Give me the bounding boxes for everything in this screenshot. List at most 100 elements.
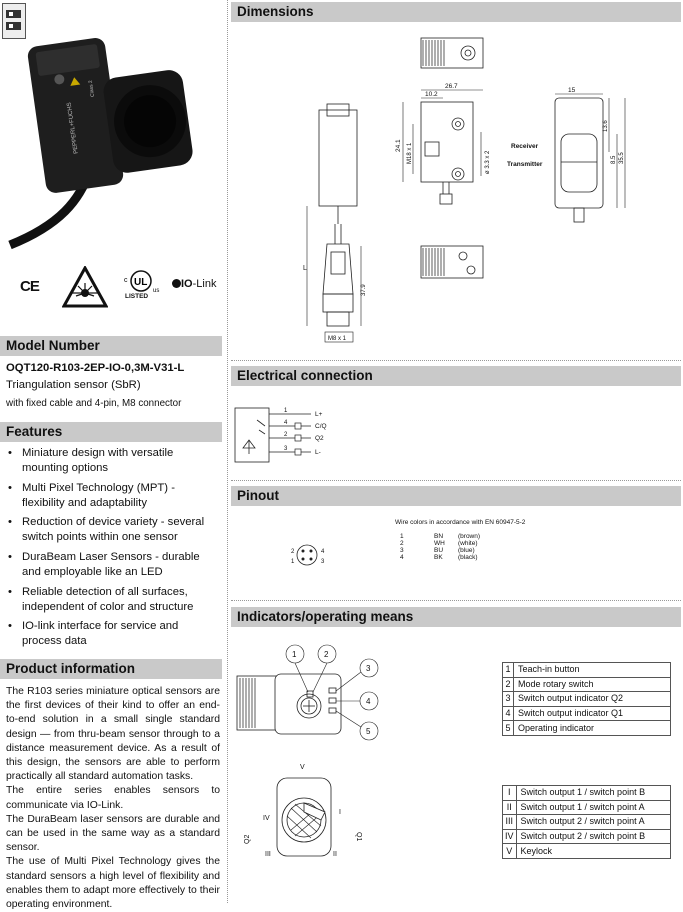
- dim-37-9: 37.9: [361, 284, 367, 296]
- front-view: [554, 97, 604, 223]
- indicator-diagram: 1 2 3 4 5: [236, 644, 379, 741]
- feature-item: Reduction of device variety - several sw…: [8, 515, 220, 545]
- dimensions-drawing: 26.7 10.2 24.1 M18 x 1 ø 3.3 x 2 15 Rece…: [303, 37, 626, 343]
- dial-label-i: I: [339, 809, 341, 816]
- dim-15: 15: [568, 87, 576, 94]
- iolink-io: IO: [181, 278, 193, 290]
- dim-L: L: [303, 265, 307, 272]
- dial-label-iv: IV: [263, 815, 270, 822]
- callout-number: 2: [324, 650, 329, 659]
- dial-label-q1: Q1: [355, 832, 362, 841]
- pin-label: 2: [291, 549, 295, 555]
- feature-item: IO-link interface for service and proces…: [8, 619, 220, 649]
- pin-number: 1: [284, 408, 288, 414]
- product-photo: PEPPERL+FUCHS Class 2: [8, 38, 193, 250]
- dim-10-2: 10.2: [425, 91, 438, 98]
- model-connector: with fixed cable and 4-pin, M8 connector: [6, 398, 182, 409]
- cable-view: [318, 103, 358, 327]
- pinout-diagram: 2 4 1 3: [291, 544, 325, 566]
- section-divider: [231, 480, 681, 481]
- cul-listed-icon: UL c us: [124, 270, 159, 294]
- iolink-link: -Link: [192, 278, 217, 290]
- product-info-paragraph: The use of Multi Pixel Technology gives …: [6, 856, 220, 911]
- section-header-dimensions: Dimensions: [231, 2, 681, 22]
- callout-number: 1: [292, 650, 297, 659]
- pin-number: 2: [284, 432, 288, 438]
- section-header-pinout: Pinout: [231, 486, 681, 506]
- signal-label: L-: [315, 449, 321, 456]
- dim-m8: M8 x 1: [328, 336, 347, 342]
- sensor-body: [27, 38, 124, 193]
- class-label: Class 2: [88, 80, 96, 98]
- ul-listed-label: LISTED: [125, 293, 149, 300]
- column-divider: [227, 0, 228, 903]
- section-divider: [231, 360, 681, 361]
- transmitter-label: Transmitter: [507, 161, 543, 168]
- pin-number: 4: [284, 420, 288, 426]
- pin-label: 3: [321, 559, 325, 565]
- ce-mark-icon: CE: [20, 278, 40, 295]
- receiver-label: Receiver: [511, 143, 539, 150]
- product-info-paragraph: The DuraBeam laser sensors are durable a…: [6, 813, 220, 854]
- feature-item: DuraBeam Laser Sensors - durable and emp…: [8, 550, 220, 580]
- section-header-indicators: Indicators/operating means: [231, 607, 681, 627]
- feature-item: Reliable detection of all surfaces, inde…: [8, 585, 220, 615]
- section-header-features: Features: [0, 422, 222, 442]
- signal-label: C/Q: [315, 423, 327, 430]
- section-header-electrical: Electrical connection: [231, 366, 681, 386]
- dim-26-7: 26.7: [445, 83, 458, 90]
- iolink-logo: IO-Link: [172, 278, 216, 290]
- signal-label: L+: [315, 411, 323, 418]
- dim-m18: M18 x 1: [407, 142, 413, 164]
- model-code: OQT120-R103-2EP-IO-0,3M-V31-L: [6, 362, 185, 374]
- dial-label-ii: II: [333, 851, 337, 858]
- product-info-paragraph: The entire series enables sensors to com…: [6, 785, 220, 811]
- document-icon: [2, 3, 26, 39]
- electrical-diagram: 1 4 2 3 L+ C/Q Q2 L-: [234, 407, 327, 463]
- dim-35-5: 35.5: [619, 152, 625, 164]
- callout-number: 5: [366, 727, 371, 736]
- dim-8-5: 8.5: [611, 155, 617, 164]
- dial-label-q2: Q2: [244, 835, 251, 844]
- pin-number: 3: [284, 446, 288, 452]
- callout-number: 3: [366, 664, 371, 673]
- dial-label-iii: III: [265, 851, 271, 858]
- bottom-view: [420, 245, 484, 279]
- laser-warning-icon: [62, 266, 108, 308]
- ul-mark-icon: [54, 74, 65, 85]
- section-divider: [231, 600, 681, 601]
- product-info-paragraph: The R103 series miniature optical sensor…: [6, 686, 220, 783]
- pin-numbers: 1 4 2 3: [284, 408, 288, 452]
- warning-sticker-icon: [70, 77, 81, 86]
- dial-label-v: V: [300, 764, 305, 771]
- dim-3-3: ø 3.3 x 2: [485, 150, 491, 174]
- iolink-icon: [172, 279, 181, 288]
- sensor-top: [35, 44, 100, 76]
- section-header-model-number: Model Number: [0, 336, 222, 356]
- feature-item: Multi Pixel Technology (MPT) - flexibili…: [8, 481, 220, 511]
- wire-color-note: Wire colors in accordance with EN 60947-…: [395, 519, 526, 526]
- top-view: [420, 37, 484, 69]
- dim-13-6: 13.6: [603, 120, 609, 132]
- pin-label: 4: [321, 549, 325, 555]
- section-header-product-info: Product information: [0, 659, 222, 679]
- rotary-switch-diagram: V IV I III II Q2 Q1: [244, 764, 362, 858]
- side-view: [420, 101, 474, 205]
- svg-text:UL: UL: [134, 277, 147, 288]
